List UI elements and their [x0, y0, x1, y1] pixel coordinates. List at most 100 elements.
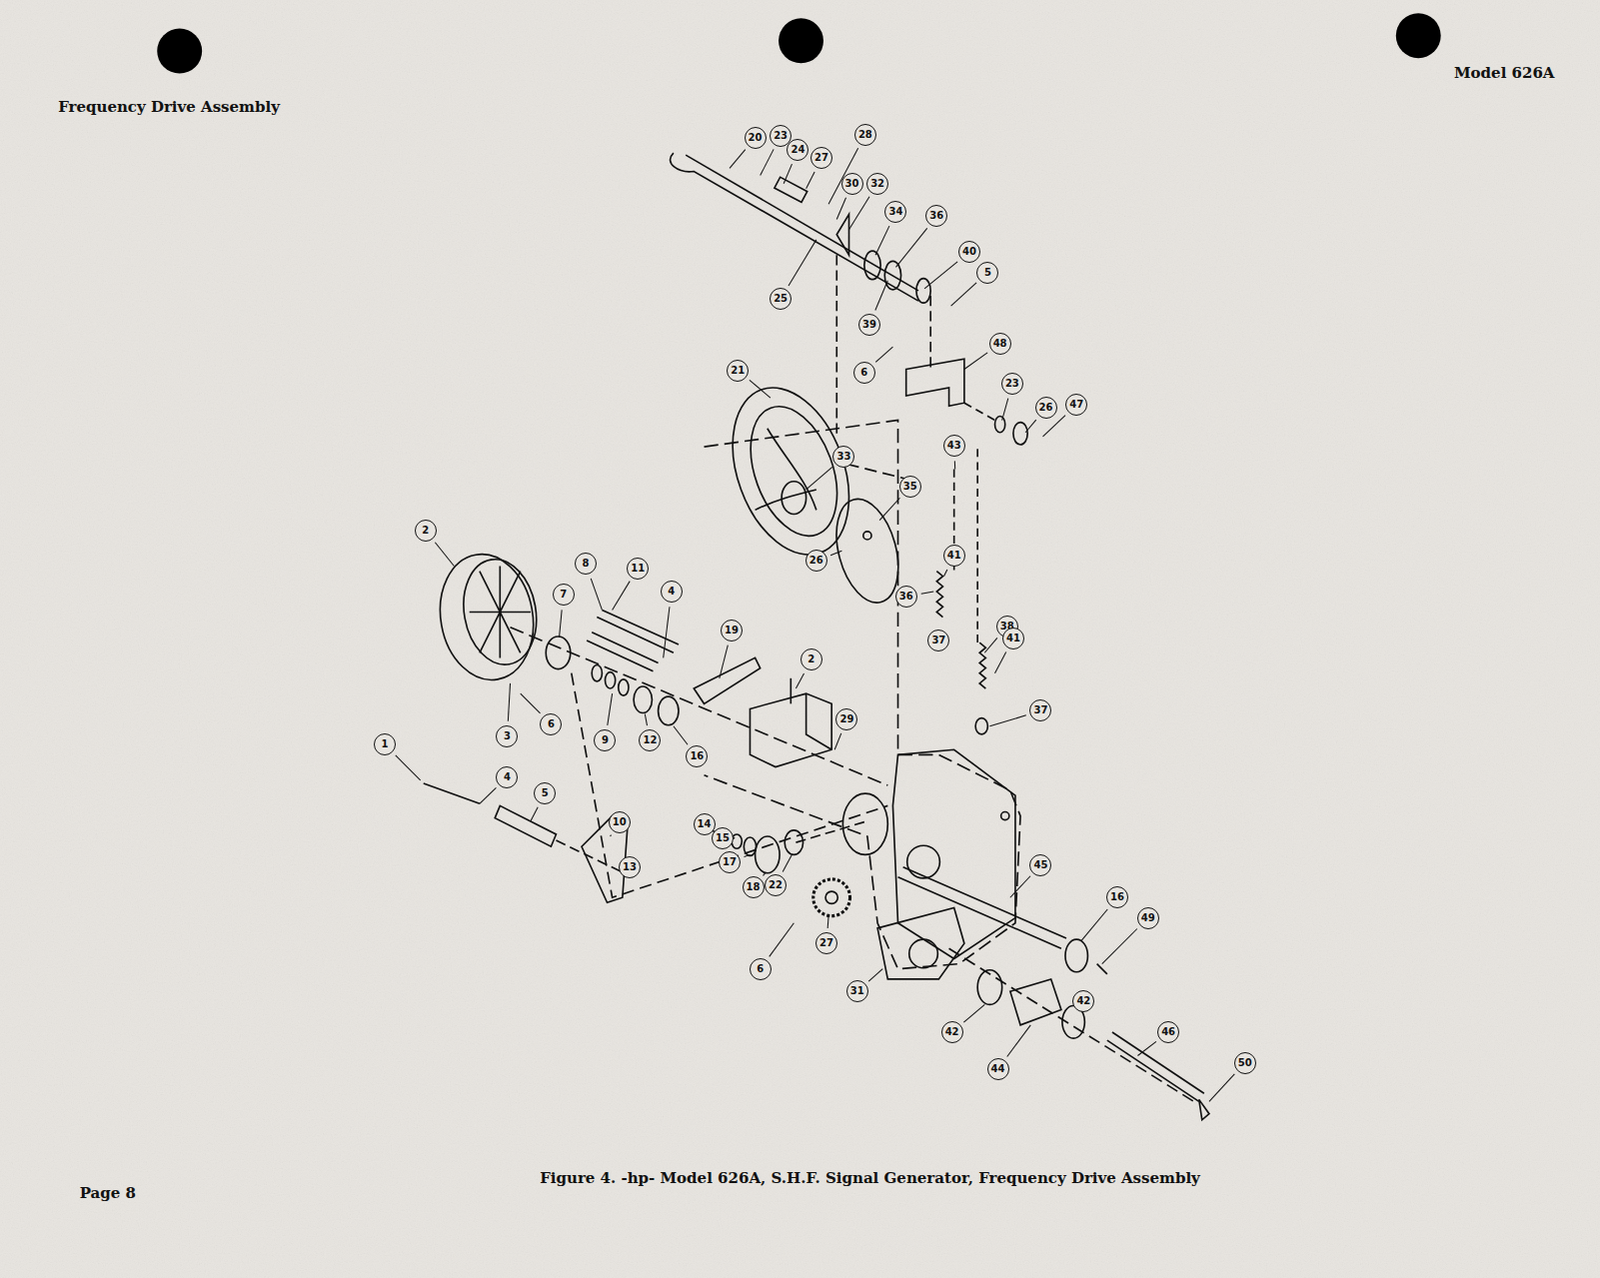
leader-line [954, 460, 956, 469]
callout-number: 40 [958, 240, 981, 263]
callout-number: 22 [764, 874, 787, 897]
callout-number: 19 [720, 619, 743, 642]
leader-line [1002, 398, 1009, 421]
leader-line [834, 733, 842, 750]
leader-line [964, 352, 988, 370]
callout-number: 5 [533, 782, 556, 805]
leader-line [749, 379, 771, 398]
callout-number: 44 [987, 1058, 1010, 1081]
leader-line [849, 196, 870, 230]
callout-number: 42 [1072, 990, 1095, 1013]
leader-line [673, 726, 688, 745]
callout-number: 16 [1106, 886, 1129, 909]
callout-number: 37 [927, 629, 950, 652]
leader-line [924, 261, 958, 289]
callout-number: 4 [495, 766, 518, 789]
callout-number: 41 [1002, 627, 1025, 650]
callout-number: 6 [539, 713, 562, 736]
leader-line [879, 497, 900, 520]
callout-number: 7 [552, 583, 575, 606]
leader-line [875, 346, 893, 362]
leader-line [769, 923, 795, 958]
leader-line [520, 693, 541, 714]
leader-line [921, 591, 935, 594]
leader-line [830, 550, 842, 556]
callout-number: 42 [941, 1021, 964, 1044]
callout-number: 26 [805, 549, 828, 572]
callout-number: 46 [1157, 1021, 1180, 1044]
callout-number: 28 [854, 123, 877, 146]
callout-number: 27 [810, 146, 833, 169]
callout-number: 31 [846, 980, 869, 1003]
leader-line [530, 807, 538, 822]
leader-line [644, 714, 647, 727]
page-marker: Model 626A [1454, 63, 1556, 82]
leader-line [744, 854, 751, 857]
leader-line [836, 197, 846, 220]
leader-line [1209, 1074, 1235, 1103]
callout-number: 23 [1001, 372, 1024, 395]
leader-line [943, 569, 947, 577]
leader-line [434, 542, 454, 567]
callout-number: 27 [815, 932, 838, 955]
callout-number: 29 [835, 708, 858, 731]
leader-line [995, 652, 1007, 674]
callout-number: 24 [786, 138, 809, 161]
leader-lines [395, 147, 1236, 1102]
callout-number: 49 [1137, 907, 1160, 930]
leader-line [479, 787, 497, 804]
callout-number: 43 [943, 434, 966, 457]
callout-number: 6 [853, 361, 876, 384]
callout-number: 35 [899, 475, 922, 498]
leader-line [963, 1004, 985, 1023]
leader-line [782, 854, 792, 872]
callout-number: 15 [711, 827, 734, 850]
leader-line [719, 645, 728, 679]
callout-number: 34 [884, 200, 907, 223]
leader-line [788, 239, 817, 286]
leader-line [1102, 929, 1138, 965]
leader-line [951, 282, 977, 306]
figure-caption: Figure 4. -hp- Model 626A, S.H.F. Signal… [539, 1169, 1201, 1188]
leader-line [895, 227, 927, 267]
callout-number: 16 [685, 745, 708, 768]
leader-line [1007, 1025, 1032, 1058]
callout-number: 20 [744, 126, 767, 149]
leader-line [875, 225, 890, 255]
leader-line [1025, 419, 1037, 433]
callout-number: 41 [943, 544, 966, 567]
leader-line [875, 280, 888, 311]
callout-number: 1 [373, 733, 396, 756]
callout-number: 25 [769, 287, 792, 310]
punch-hole [1396, 12, 1442, 58]
leader-line [1137, 1041, 1156, 1056]
leader-line [607, 693, 613, 726]
leader-line [1081, 909, 1108, 941]
leader-line [1010, 876, 1031, 898]
callout-number: 18 [742, 876, 765, 899]
leader-line [827, 916, 830, 929]
leader-line [984, 637, 998, 653]
leader-line [806, 466, 833, 490]
leader-line [609, 835, 612, 837]
callout-number: 12 [638, 729, 661, 752]
callout-number: 47 [1065, 393, 1088, 416]
leader-line [395, 755, 421, 781]
leader-line [590, 578, 602, 611]
callout-number: 37 [1029, 699, 1052, 722]
callout-number: 6 [749, 958, 772, 981]
leader-line [729, 149, 746, 169]
leader-line [762, 873, 765, 877]
callout-number: 21 [726, 359, 749, 382]
punch-hole [156, 28, 202, 74]
callout-number: 11 [626, 557, 649, 580]
leader-line [507, 683, 510, 722]
leader-line [760, 148, 774, 175]
callout-number: 8 [574, 552, 597, 575]
leader-line [612, 581, 631, 611]
callout-number: 2 [414, 519, 437, 542]
parts [423, 152, 1210, 1121]
callout-number: 36 [895, 585, 918, 608]
